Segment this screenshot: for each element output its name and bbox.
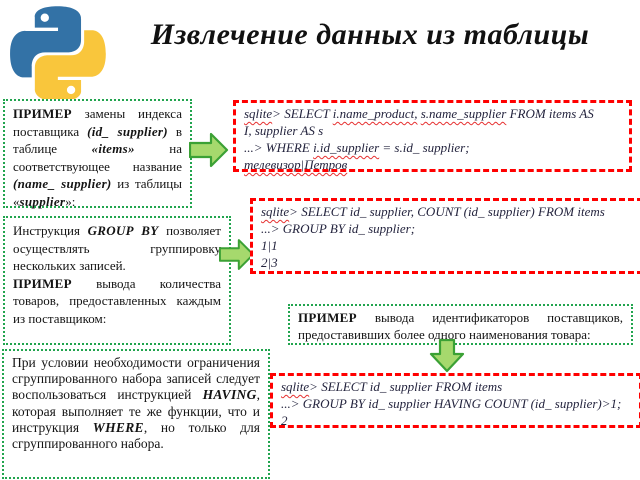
code-segment: i.name_product, [332, 106, 418, 121]
code-segment: > SELECT id_ supplier, COUNT (id_ suppli… [289, 204, 605, 219]
code-line: I, supplier AS s [244, 123, 324, 138]
having-explanation-textbox: При условии необходимости ограничения сг… [2, 349, 270, 479]
python-logo-yellow-snake [34, 30, 106, 102]
code-segment: sqlite [261, 204, 290, 219]
text-segment: в таблице [13, 123, 183, 157]
example-replace-index-textbox: ПРИМЕР замены индекса поставщика (id_ su… [3, 99, 192, 210]
text-segment: позволяет осуществлять группировку неско… [13, 223, 221, 273]
text-segment: Инструкция [13, 223, 88, 238]
text-segment: ПРИМЕР [13, 106, 72, 121]
example-supplier-ids-textbox: ПРИМЕР вывода идентификаторов поставщико… [288, 304, 633, 345]
text-segment: (name_ supplier) [13, 176, 112, 191]
text-segment: GROUP BY [87, 223, 159, 238]
code-segment: s.name_supplier [420, 106, 507, 121]
code-line: ...> WHERE i.id_supplier = s.id_ supplie… [244, 139, 621, 156]
code-line-result: 2|3 [261, 255, 278, 270]
code-segment: > SELECT [272, 106, 333, 121]
code-line-result: 2 [281, 413, 288, 428]
text-segment: supplier [19, 193, 66, 209]
text-segment: «items» [91, 141, 135, 156]
text-segment: »: [65, 193, 76, 209]
text-segment: , которая выполняет те же функции, что и… [12, 387, 260, 435]
python-logo-icon [10, 6, 106, 102]
group-by-explanation-textbox: Инструкция GROUP BY позволяет осуществля… [3, 216, 231, 345]
arrow-down-shape [429, 339, 465, 373]
code-line: sqlite> SELECT id_ supplier, COUNT (id_ … [261, 203, 632, 220]
code-segment: > SELECT id_ supplier FROM items [309, 379, 503, 394]
code-segment: sqlite [244, 106, 273, 121]
arrow-down-icon [429, 339, 465, 373]
text-segment: HAVING [202, 387, 257, 403]
text-segment: вывода количества товаров, предоставленн… [13, 275, 221, 326]
paragraph: ПРИМЕР вывода идентификаторов поставщико… [298, 310, 623, 343]
text-segment: ПРИМЕР [13, 275, 72, 291]
paragraph: ПРИМЕР замены индекса поставщика (id_ su… [13, 105, 182, 210]
arrow-right-shape [219, 239, 255, 270]
slide-title: Извлечение данных из таблицы [150, 18, 590, 51]
text-segment: (id_ supplier) [87, 123, 168, 139]
text-segment: вывода идентификаторов поставщиков, пред… [298, 310, 623, 342]
code-line: sqlite> SELECT i.name_product, s.name_su… [244, 105, 621, 122]
code-segment: sqlite [281, 379, 310, 394]
text-segment: замены индекса поставщика [13, 106, 182, 139]
code-line: ...> GROUP BY id_ supplier HAVING COUNT … [281, 396, 622, 411]
code-segment: FROM items AS [506, 106, 594, 121]
text-segment: , но только для сгруппированного набора. [12, 419, 260, 452]
code-line-result: 1|1 [261, 238, 278, 253]
sql-terminal-group-by-box: sqlite> SELECT id_ supplier, COUNT (id_ … [250, 198, 640, 274]
sql-terminal-having-box: sqlite> SELECT id_ supplier FROM items .… [270, 373, 640, 428]
sql-terminal-select-join-box: sqlite> SELECT i.name_product, s.name_su… [233, 100, 632, 172]
arrow-right-icon [219, 239, 255, 270]
paragraph: При условии необходимости ограничения сг… [12, 355, 260, 452]
text-segment: из таблицы « [13, 176, 182, 209]
code-segment: ...> WHERE [244, 140, 314, 155]
code-segment: i.id_supplier [313, 140, 380, 155]
code-line: sqlite> SELECT id_ supplier FROM items [281, 378, 631, 395]
arrow-right-shape [189, 132, 229, 168]
code-line-result: телевизор|Петров [244, 157, 348, 172]
paragraph: ПРИМЕР вывода количества товаров, предос… [13, 275, 221, 328]
code-line: ...> GROUP BY id_ supplier; [261, 221, 416, 236]
text-segment: При условии необходимости ограничения сг… [12, 355, 260, 403]
code-segment: = s.id_ supplier; [379, 140, 470, 155]
text-segment: на соответствующее название [13, 141, 183, 174]
text-segment: WHERE [92, 419, 144, 435]
arrow-right-icon [189, 132, 229, 168]
paragraph: Инструкция GROUP BY позволяет осуществля… [13, 222, 221, 275]
python-logo-blue-snake [10, 6, 82, 78]
text-segment: ПРИМЕР [298, 310, 357, 325]
